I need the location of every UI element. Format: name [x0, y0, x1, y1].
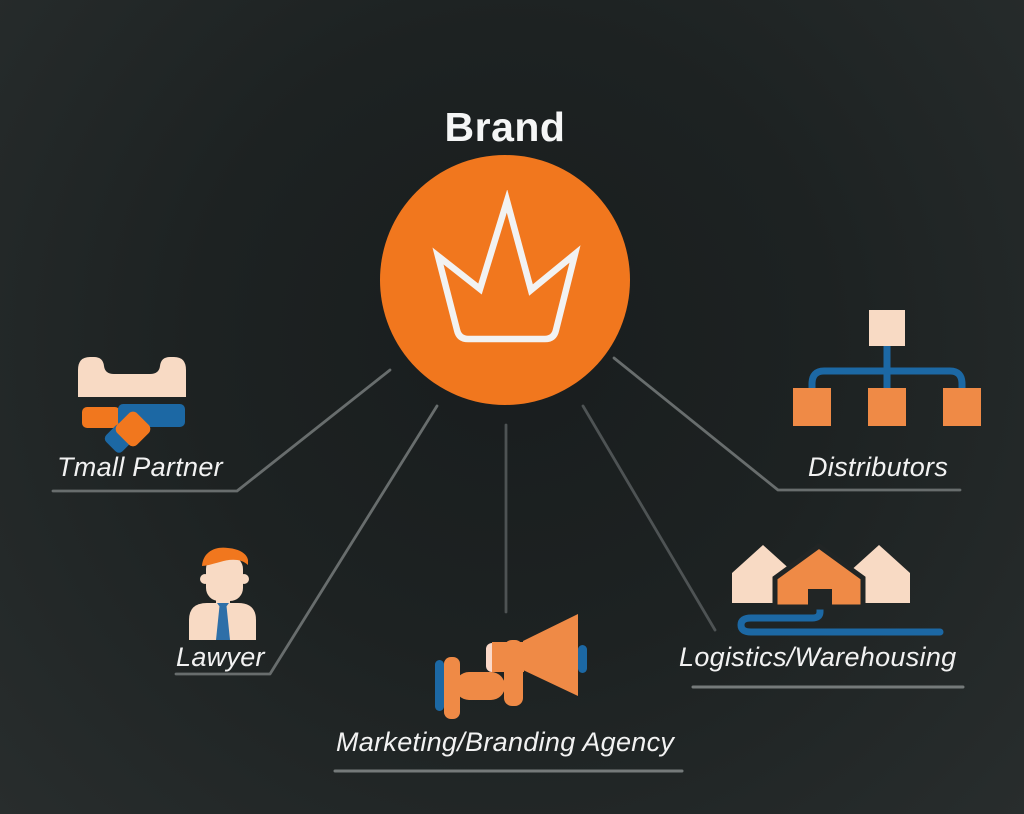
connector-distributors [612, 356, 962, 492]
lawyer-hair [202, 547, 248, 566]
label-tmall-partner: Tmall Partner [57, 452, 223, 482]
warehouse-icon [732, 542, 944, 636]
lawyer-icon [189, 547, 256, 640]
logistics-road [737, 600, 944, 636]
connector-tmall-partner [51, 368, 392, 493]
megaphone-cone [523, 614, 578, 696]
lawyer-tie [216, 606, 230, 640]
connector-lawyer [174, 404, 439, 676]
tmall-cat-head [78, 357, 186, 397]
warehouse-center-building [772, 542, 866, 610]
megaphone-icon [435, 614, 587, 719]
distributor-network-icon [793, 310, 981, 426]
distributor-links [808, 344, 966, 389]
brand-title: Brand [444, 104, 566, 150]
crown-icon [432, 190, 581, 343]
label-lawyer: Lawyer [176, 642, 265, 672]
connector-logistics [581, 404, 717, 632]
label-logistics-warehousing: Logistics/Warehousing [679, 642, 957, 672]
label-marketing-branding-agency: Marketing/Branding Agency [336, 727, 675, 757]
label-distributors: Distributors [808, 452, 949, 482]
tmall-handshake-icon [78, 357, 186, 453]
